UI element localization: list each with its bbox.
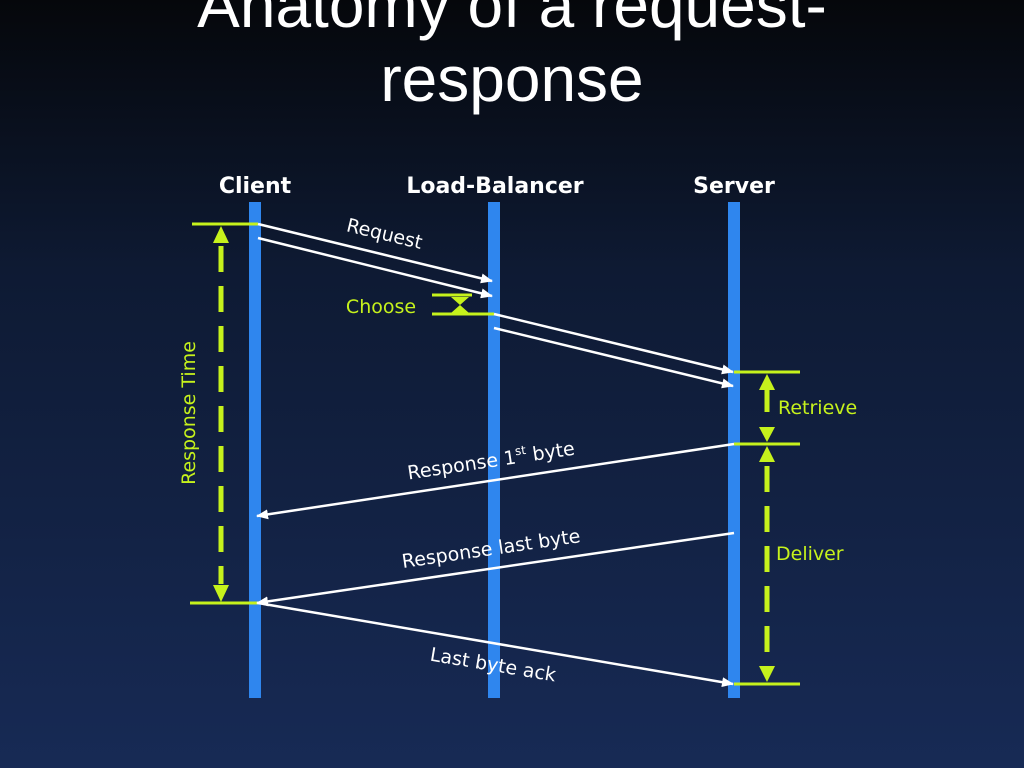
slide-title-line-1: Anatomy of a request- [197, 0, 827, 41]
deliver-label: Deliver [776, 543, 844, 565]
load-balancer-lifeline [488, 202, 500, 698]
choose-down-arrowhead [451, 297, 469, 305]
choose-label: Choose [346, 296, 416, 318]
response-last-byte-arrow [256, 531, 735, 607]
client-lifeline [249, 202, 261, 698]
server-header: Server [693, 174, 775, 199]
slide-title-line-2: response [380, 43, 644, 115]
retrieve-down-arrowhead [759, 427, 775, 442]
forward-arrow-1 [493, 312, 734, 375]
load-balancer-header: Load-Balancer [406, 174, 583, 199]
request-arrow-1 [257, 222, 493, 284]
server-lifeline [728, 202, 740, 698]
response-time-down-arrowhead [213, 585, 229, 602]
last-byte-ack-arrow [257, 601, 734, 688]
forward-arrow-2 [493, 326, 734, 389]
response-time-label: Response Time [178, 341, 200, 485]
choose-up-arrowhead [451, 305, 469, 313]
slide-title: Anatomy of a request- response [0, 0, 1024, 116]
client-header: Client [219, 174, 292, 199]
deliver-down-arrowhead [759, 666, 775, 682]
response-first-byte-arrow [256, 442, 735, 520]
deliver-up-arrowhead [759, 446, 775, 462]
retrieve-label: Retrieve [778, 397, 857, 419]
request-arrow-2 [257, 236, 493, 299]
response-time-up-arrowhead [213, 226, 229, 243]
retrieve-up-arrowhead [759, 374, 775, 390]
